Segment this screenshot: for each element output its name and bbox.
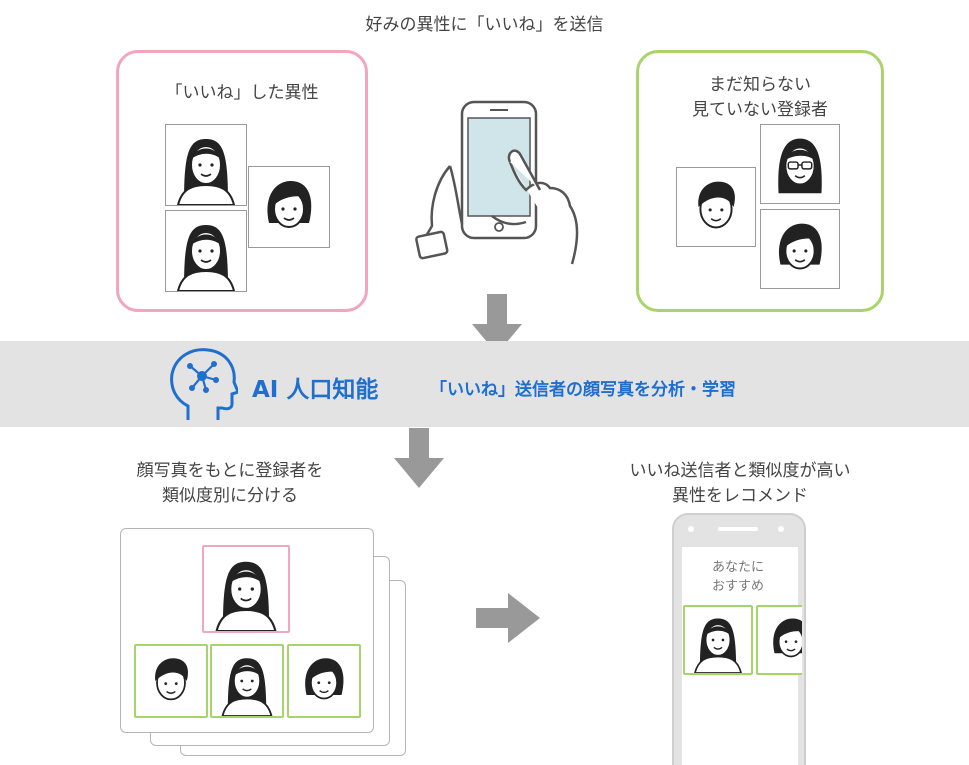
face-icon [289,646,359,716]
unseen-panel-title-line2: 見ていない登録者 [692,100,828,120]
unseen-panel-title-line1: まだ知らない [709,75,811,95]
ai-description: 「いいね」送信者の顔写真を分析・学習 [430,380,736,400]
recommended-face-1 [683,605,753,675]
face-icon [677,168,755,246]
face-icon [166,125,246,205]
classify-line2: 類似度別に分ける [162,486,298,506]
sheet-similar-face-3 [287,644,361,718]
liked-face-card-2 [248,166,330,248]
face-icon [761,210,839,288]
unseen-face-card-1 [760,124,840,204]
sheet-similar-face-1 [134,644,208,718]
recommend-line1: いいね送信者と類似度が高い [629,461,851,481]
liked-face-card-3 [165,210,247,292]
phone-speaker [718,527,758,531]
hand-phone-icon [415,100,579,265]
liked-panel-title: 「いいね」した異性 [165,83,319,103]
recommended-face-2 [756,605,802,675]
face-icon [685,607,751,673]
face-icon [761,125,839,203]
unseen-face-card-2 [676,167,756,247]
top-heading: 好みの異性に「いいね」を送信 [365,15,604,35]
arrow-down-icon [472,294,522,354]
phone-screen-line1: あなたに [711,560,764,575]
face-icon [249,167,329,247]
sheet-reference-face [202,545,290,633]
classify-line1: 顔写真をもとに登録者を [136,461,324,481]
arrow-down-icon [394,428,444,488]
face-icon [204,547,288,631]
recommended-face-2-clip [756,605,802,675]
phone-sensor-dot [778,526,784,532]
sheet-similar-face-2 [210,644,284,718]
face-icon [758,607,802,673]
unseen-face-card-3 [760,209,840,289]
recommend-line2: 異性をレコメンド [672,486,808,506]
ai-head-icon [170,348,238,420]
face-icon [166,211,246,291]
face-icon [136,646,206,716]
liked-face-card-1 [165,124,247,206]
phone-camera-dot [688,526,694,532]
ai-title: AI 人口知能 [252,377,379,403]
ai-band [0,341,969,427]
phone-screen-line2: おすすめ [711,579,764,594]
face-icon [212,646,282,716]
arrow-right-icon [476,593,540,643]
